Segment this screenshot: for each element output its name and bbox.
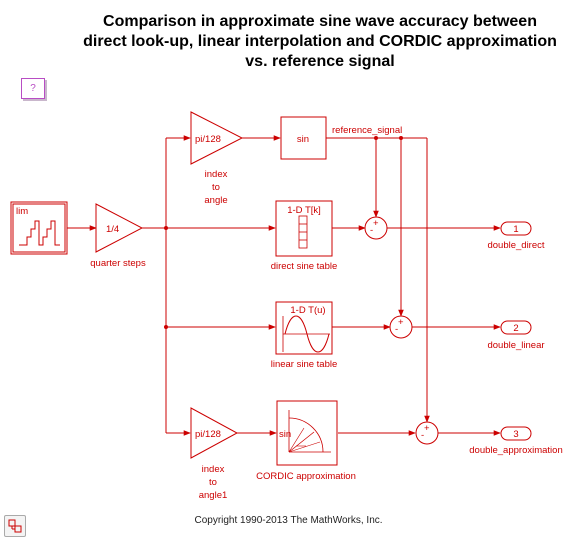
- outport-3-number: 3: [513, 429, 518, 440]
- signal-wires: [67, 135, 501, 436]
- sum-plus-sign: +: [398, 317, 404, 328]
- outport-3[interactable]: 3: [500, 426, 532, 441]
- linear-sine-table-block[interactable]: 1-D T(u): [275, 301, 333, 355]
- linear-sine-table-label: linear sine table: [271, 359, 338, 370]
- model-icon: [8, 519, 22, 533]
- cordic-block-text: sin: [279, 429, 291, 440]
- cordic-approximation-label: CORDIC approximation: [256, 471, 356, 482]
- sum-minus-sign: -: [395, 324, 398, 335]
- counter-label: lim: [16, 206, 28, 217]
- help-button[interactable]: ?: [21, 78, 45, 99]
- index-to-angle1-label-3: angle1: [199, 490, 228, 501]
- copyright-notice: Copyright 1990-2013 The MathWorks, Inc.: [194, 515, 383, 526]
- direct-sine-table-block[interactable]: 1-D T[k]: [275, 200, 333, 257]
- index-to-angle-label-2: to: [212, 182, 220, 193]
- sum-minus-sign: -: [370, 225, 373, 236]
- outport-1-label: double_direct: [487, 240, 544, 251]
- index-to-angle-gain[interactable]: pi/128: [190, 111, 244, 165]
- staircase-icon: [19, 220, 60, 246]
- sin-block-text: sin: [297, 134, 309, 145]
- outport-1[interactable]: 1: [500, 221, 532, 236]
- cordic-approximation-block[interactable]: sin: [276, 400, 338, 466]
- index-to-angle-value: pi/128: [195, 134, 221, 145]
- direct-table-header: 1-D T[k]: [287, 205, 321, 216]
- title-line-2: direct look-up, linear interpolation and…: [83, 33, 557, 50]
- outport-2-number: 2: [513, 323, 518, 334]
- table-icon: [298, 215, 308, 249]
- sum-block-direct[interactable]: - +: [364, 216, 388, 240]
- index-to-angle1-gain[interactable]: pi/128: [190, 407, 239, 459]
- index-to-angle1-label-2: to: [209, 477, 217, 488]
- title-line-1: Comparison in approximate sine wave accu…: [103, 13, 537, 30]
- index-to-angle-label-1: index: [205, 169, 228, 180]
- sum-plus-sign: +: [373, 218, 379, 229]
- index-to-angle1-label-1: index: [202, 464, 225, 475]
- direct-sine-table-label: direct sine table: [271, 261, 338, 272]
- diagram-title: Comparison in approximate sine wave accu…: [60, 12, 577, 72]
- sum-block-approximation[interactable]: - +: [415, 421, 439, 445]
- outport-3-label: double_approximation: [469, 445, 562, 456]
- outport-1-number: 1: [513, 224, 518, 235]
- sum-plus-sign: +: [424, 423, 430, 434]
- sine-wave-icon: [282, 315, 330, 353]
- sum-minus-sign: -: [421, 430, 424, 441]
- quarter-steps-value: 1/4: [106, 224, 119, 235]
- sum-block-linear[interactable]: - +: [389, 315, 413, 339]
- cordic-icon: [288, 410, 331, 453]
- index-to-angle-label-3: angle: [204, 195, 227, 206]
- quarter-steps-gain[interactable]: 1/4: [95, 203, 144, 253]
- quarter-steps-label: quarter steps: [90, 258, 146, 269]
- reference-signal-label: reference_signal: [332, 125, 402, 136]
- outport-2[interactable]: 2: [500, 320, 532, 335]
- linear-table-header: 1-D T(u): [290, 305, 325, 316]
- title-line-3: vs. reference signal: [245, 53, 395, 70]
- index-to-angle1-value: pi/128: [195, 429, 221, 440]
- counter-block[interactable]: lim: [10, 201, 68, 255]
- simulink-icon-button[interactable]: [4, 515, 26, 537]
- sin-block[interactable]: sin: [280, 116, 327, 160]
- outport-2-label: double_linear: [487, 340, 544, 351]
